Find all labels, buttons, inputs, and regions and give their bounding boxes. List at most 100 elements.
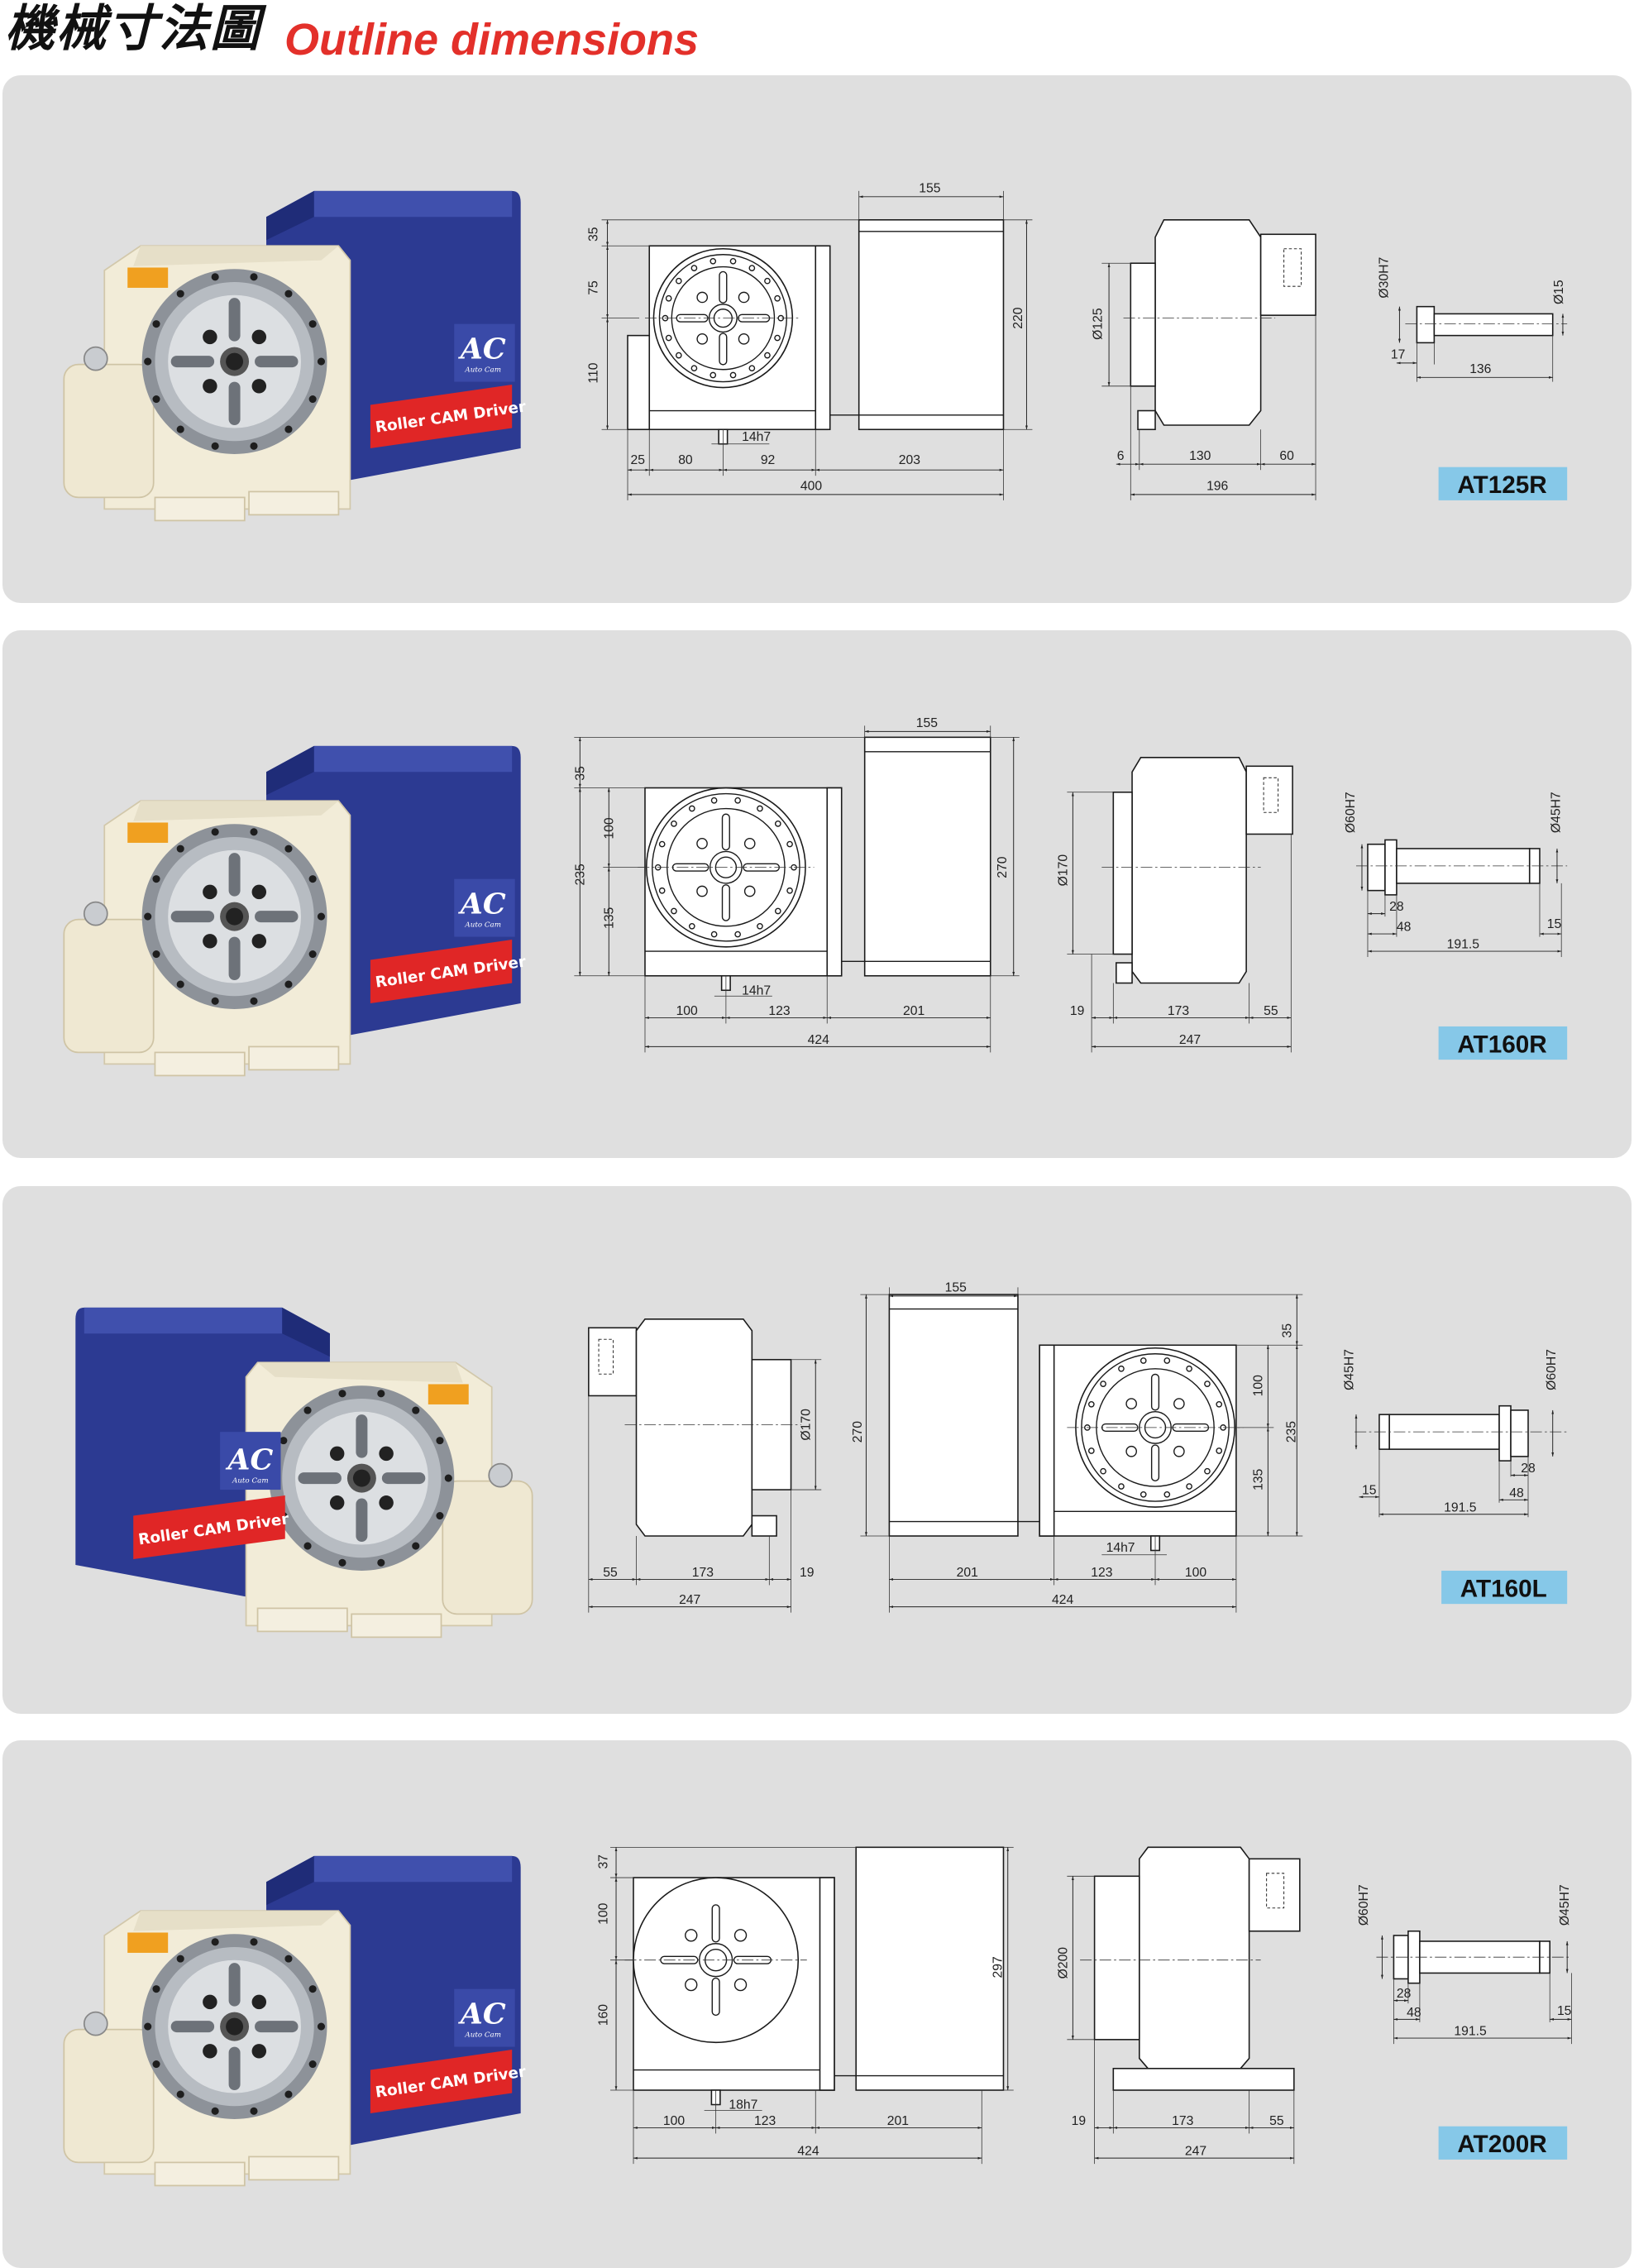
- svg-text:135: 135: [603, 907, 617, 928]
- svg-text:100: 100: [1185, 1566, 1206, 1580]
- svg-text:130: 130: [1189, 449, 1211, 463]
- svg-text:37: 37: [597, 1854, 611, 1868]
- svg-text:247: 247: [1185, 2145, 1206, 2159]
- svg-text:Ø60H7: Ø60H7: [1344, 792, 1358, 833]
- shaft-drawing: Ø30H7 Ø15 17 136: [1377, 257, 1568, 382]
- svg-text:100: 100: [597, 1902, 611, 1924]
- svg-text:Ø60H7: Ø60H7: [1357, 1884, 1371, 1926]
- svg-text:201: 201: [903, 1004, 924, 1018]
- svg-text:19: 19: [1070, 1004, 1084, 1018]
- model-panel-at160r: Roller CAM Driver AC Auto Cam 155 35 235…: [2, 630, 1632, 1158]
- side-view-drawing: Ø170 55 173 19 247: [588, 1318, 822, 1613]
- svg-text:AC: AC: [458, 888, 506, 921]
- svg-text:55: 55: [1264, 1004, 1278, 1018]
- faceplate: [624, 1877, 807, 2044]
- svg-text:AC: AC: [458, 333, 506, 366]
- svg-text:Ø45H7: Ø45H7: [1342, 1349, 1356, 1390]
- svg-text:92: 92: [761, 453, 775, 467]
- front-view-drawing: 155 35 75 110 220 14h7 25 80 92 203 400: [586, 182, 1033, 500]
- svg-text:Ø45H7: Ø45H7: [1558, 1884, 1572, 1926]
- svg-text:60: 60: [1279, 449, 1294, 463]
- shaft-drawing: Ø45H7 Ø60H7 15 28 48 191.5: [1342, 1349, 1568, 1518]
- svg-text:19: 19: [1072, 2114, 1086, 2128]
- svg-text:424: 424: [1052, 1593, 1073, 1607]
- svg-text:201: 201: [957, 1566, 978, 1580]
- svg-text:123: 123: [754, 2114, 776, 2128]
- svg-text:55: 55: [603, 1566, 618, 1580]
- svg-text:173: 173: [692, 1566, 714, 1580]
- svg-text:110: 110: [586, 362, 600, 383]
- front-view-drawing: 155 35 235 100 135 270 14h7 100 123 201 …: [574, 716, 1020, 1053]
- svg-text:235: 235: [574, 864, 588, 885]
- front-view-drawing: 37 100 160 297 18h7 100 123 201 424: [597, 1846, 1014, 2165]
- svg-text:220: 220: [1011, 307, 1025, 328]
- svg-text:100: 100: [603, 817, 617, 839]
- svg-text:191.5: 191.5: [1454, 2025, 1487, 2039]
- svg-text:6: 6: [1117, 449, 1125, 463]
- front-view-drawing: 155 270 35 235 100 135 14h7 201 123 100 …: [851, 1281, 1303, 1613]
- svg-text:173: 173: [1172, 2114, 1193, 2128]
- svg-text:424: 424: [797, 2145, 819, 2159]
- svg-text:35: 35: [1280, 1323, 1294, 1338]
- svg-text:155: 155: [945, 1281, 967, 1295]
- svg-text:247: 247: [1179, 1033, 1201, 1047]
- svg-text:400: 400: [800, 480, 822, 494]
- svg-text:100: 100: [676, 1004, 698, 1018]
- svg-text:196: 196: [1206, 480, 1228, 494]
- svg-text:Ø15: Ø15: [1552, 280, 1566, 304]
- svg-text:AC: AC: [458, 1998, 506, 2031]
- model-panel-at125r: Roller CAM Driver AC Auto Cam 155 35 75 …: [2, 75, 1632, 603]
- shaft-drawing: Ø60H7 Ø45H7 28 48 15 191.5: [1344, 792, 1568, 958]
- svg-text:48: 48: [1509, 1486, 1524, 1500]
- product-photo: [63, 1855, 521, 2187]
- svg-text:Ø200: Ø200: [1056, 1947, 1070, 1979]
- svg-text:55: 55: [1269, 2114, 1284, 2128]
- svg-text:AT160L: AT160L: [1460, 1575, 1547, 1602]
- svg-text:15: 15: [1557, 2004, 1572, 2018]
- svg-text:136: 136: [1469, 362, 1491, 376]
- svg-text:235: 235: [1285, 1421, 1299, 1443]
- svg-text:Ø30H7: Ø30H7: [1377, 257, 1391, 299]
- photo-label: Roller CAM Driver AC Auto Cam: [370, 323, 527, 448]
- svg-text:28: 28: [1521, 1462, 1536, 1476]
- svg-text:Ø170: Ø170: [799, 1409, 813, 1441]
- svg-text:Ø45H7: Ø45H7: [1549, 792, 1563, 833]
- svg-text:Ø60H7: Ø60H7: [1545, 1349, 1559, 1390]
- svg-text:AT125R: AT125R: [1457, 471, 1546, 499]
- svg-text:48: 48: [1407, 2006, 1421, 2020]
- svg-text:15: 15: [1362, 1483, 1377, 1497]
- product-photo: [75, 1307, 533, 1639]
- svg-text:48: 48: [1397, 921, 1412, 935]
- svg-text:424: 424: [808, 1033, 829, 1047]
- model-badge: AT160R: [1438, 1026, 1568, 1060]
- svg-text:100: 100: [663, 2114, 685, 2128]
- photo-label: Roller CAM Driver AC Auto Cam: [370, 1988, 527, 2113]
- svg-text:Ø125: Ø125: [1091, 308, 1105, 340]
- svg-text:28: 28: [1397, 1987, 1412, 2001]
- svg-text:14h7: 14h7: [742, 983, 771, 998]
- svg-text:191.5: 191.5: [1444, 1500, 1477, 1514]
- model-panel-at160l: Roller CAM Driver AC Auto Cam Ø170 55 17…: [2, 1186, 1632, 1714]
- svg-text:35: 35: [574, 766, 588, 781]
- faceplate: [1067, 1347, 1244, 1508]
- dim-top: 155: [919, 182, 940, 196]
- svg-text:270: 270: [996, 856, 1010, 878]
- product-photo: [63, 190, 521, 522]
- title-chinese: 機械寸法圖: [5, 0, 261, 58]
- svg-text:160: 160: [597, 2004, 611, 2026]
- shaft-drawing: Ø60H7 Ø45H7 28 48 15 191.5: [1357, 1884, 1572, 2045]
- side-view-drawing: Ø125 6 130 60 196: [1091, 219, 1316, 500]
- svg-text:AC: AC: [225, 1443, 273, 1477]
- svg-text:AT200R: AT200R: [1457, 2131, 1546, 2158]
- svg-text:35: 35: [586, 227, 600, 242]
- faceplate: [644, 247, 801, 389]
- svg-text:25: 25: [631, 453, 646, 467]
- svg-text:75: 75: [586, 280, 600, 295]
- model-panel-at200r: Roller CAM Driver AC Auto Cam 37 100 160…: [2, 1740, 1632, 2268]
- svg-text:203: 203: [899, 453, 920, 467]
- svg-text:123: 123: [768, 1004, 790, 1018]
- svg-text:15: 15: [1547, 917, 1562, 931]
- svg-text:297: 297: [991, 1956, 1006, 1978]
- svg-text:Ø170: Ø170: [1056, 854, 1070, 887]
- model-badge: AT200R: [1438, 2126, 1568, 2160]
